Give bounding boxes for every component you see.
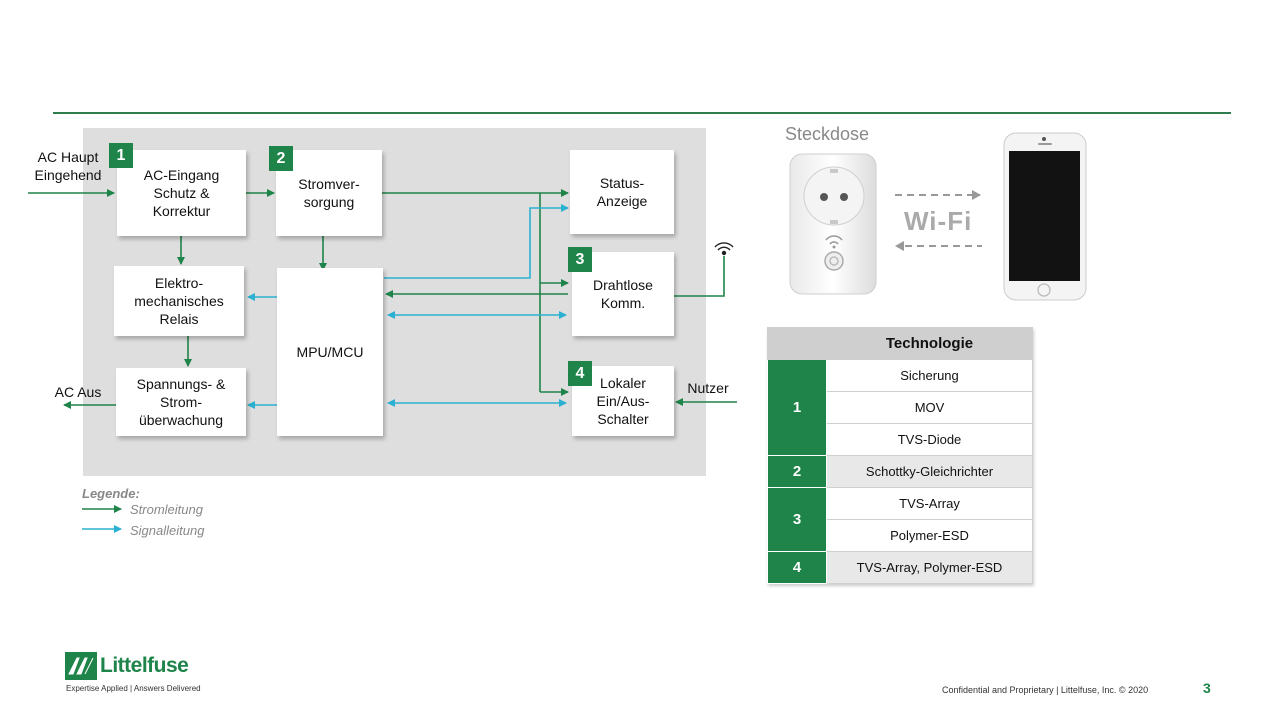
smart-plug-icon bbox=[789, 153, 877, 295]
tech-cell: Sicherung bbox=[826, 359, 1033, 392]
table-row: TVS-Diode bbox=[768, 423, 1033, 456]
littelfuse-logo-icon bbox=[65, 652, 97, 680]
signal-line-mcu-to-status bbox=[384, 204, 569, 279]
smart-plug-title: Steckdose bbox=[785, 124, 870, 144]
table-row: 4 TVS-Array, Polymer-ESD bbox=[767, 551, 1033, 584]
legend-power-label: Stromleitung bbox=[130, 502, 203, 517]
tech-cell: MOV bbox=[826, 391, 1033, 424]
wifi-arrowhead-left bbox=[895, 241, 904, 251]
wifi-label: Wi-Fi bbox=[904, 206, 973, 236]
confidential-notice: Confidential and Proprietary | Littelfus… bbox=[942, 685, 1149, 695]
antenna-icon bbox=[714, 242, 734, 256]
tech-cell: Polymer-ESD bbox=[826, 519, 1033, 552]
group-cell: 2 bbox=[767, 455, 827, 488]
group-cell: 1 bbox=[767, 359, 827, 456]
badge-4: 4 bbox=[568, 361, 592, 386]
page-number: 3 bbox=[1203, 680, 1211, 696]
table-row: Polymer-ESD bbox=[768, 519, 1033, 552]
relay-block: Elektro- mechanisches Relais bbox=[114, 266, 244, 336]
table-header: Technologie bbox=[826, 327, 1033, 360]
group-cell: 4 bbox=[767, 551, 827, 584]
tech-cell: TVS-Diode bbox=[826, 423, 1033, 456]
mcu-block: MPU/MCU bbox=[277, 268, 383, 436]
status-display-block: Status- Anzeige bbox=[570, 150, 674, 234]
wifi-arrowhead-right bbox=[972, 190, 981, 200]
ac-out-label: AC Aus bbox=[54, 384, 102, 400]
badge-2: 2 bbox=[269, 146, 293, 171]
table-row: 3 TVS-Array bbox=[767, 487, 1033, 552]
ac-input-block: AC-Eingang Schutz & Korrektur bbox=[117, 150, 246, 236]
legend-title: Legende: bbox=[82, 486, 140, 501]
table-row: 1 Sicherung bbox=[767, 359, 1033, 456]
user-label: Nutzer bbox=[687, 380, 729, 396]
monitoring-block: Spannungs- & Strom- überwachung bbox=[116, 368, 246, 436]
tech-cell: TVS-Array, Polymer-ESD bbox=[826, 551, 1033, 584]
smartphone-icon bbox=[1003, 132, 1087, 301]
ac-main-label: AC Haupt Eingehend bbox=[34, 149, 102, 183]
legend-signal-label: Signalleitung bbox=[130, 523, 205, 538]
technology-table: Technologie 1 Sicherung MOV TVS-Diode 2 … bbox=[767, 327, 1033, 584]
tech-cell: TVS-Array bbox=[826, 487, 1033, 520]
table-row: MOV bbox=[768, 391, 1033, 424]
logo-text: Littelfuse bbox=[100, 654, 189, 677]
tagline: Expertise Applied | Answers Delivered bbox=[66, 684, 201, 693]
table-row: 2 Schottky-Gleichrichter bbox=[767, 455, 1033, 488]
power-supply-block: Stromver- sorgung bbox=[276, 150, 382, 236]
badge-1: 1 bbox=[109, 143, 133, 168]
antenna-line bbox=[674, 256, 725, 297]
table-header-blank bbox=[767, 327, 827, 360]
title-rule bbox=[53, 112, 1231, 114]
tech-cell: Schottky-Gleichrichter bbox=[826, 455, 1033, 488]
badge-3: 3 bbox=[568, 247, 592, 272]
group-cell: 3 bbox=[767, 487, 827, 552]
